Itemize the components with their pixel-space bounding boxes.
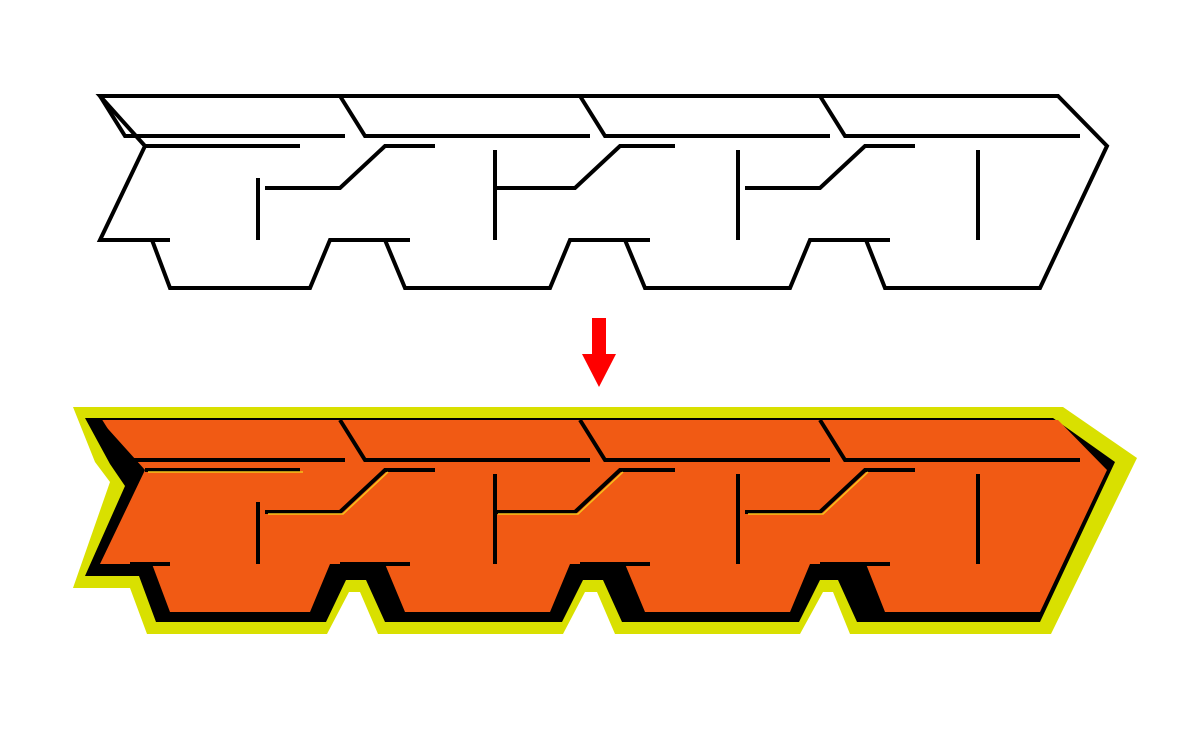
- logo-outline-details: [98, 94, 1080, 242]
- logo-highlight-lines: [148, 471, 869, 515]
- down-arrow-icon: [582, 318, 616, 387]
- logo-outline-silhouette: [98, 94, 1109, 290]
- logo-colored-details: [98, 418, 1080, 566]
- logo-colored-final: [73, 407, 1137, 634]
- logo-outline-sketch: [98, 94, 1109, 290]
